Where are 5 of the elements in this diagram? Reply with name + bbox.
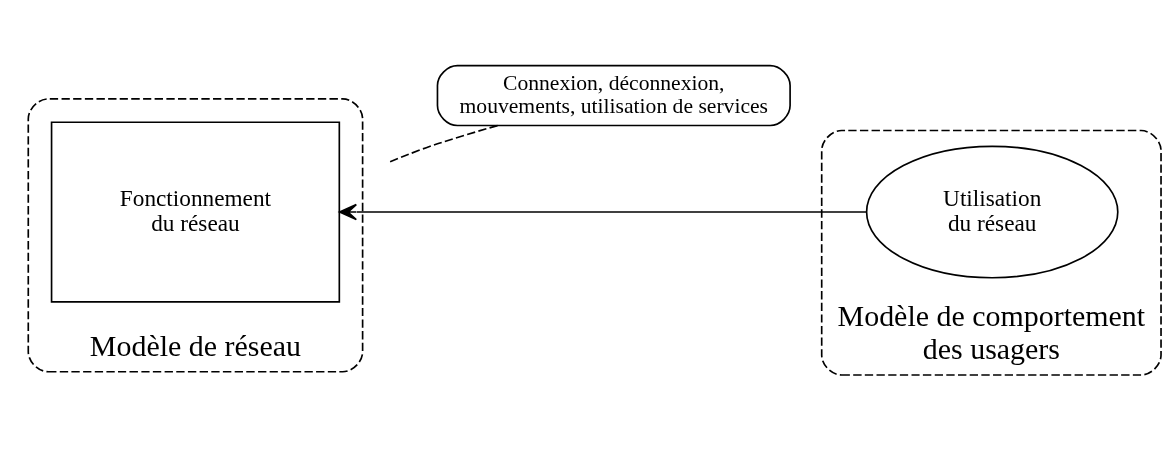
connector (388, 124, 499, 163)
node-box: Connexion, déconnexion, mouvements, utilisation de services (436, 64, 791, 127)
arrow (338, 203, 868, 221)
node-box: Fonctionnement du réseau (50, 121, 341, 303)
node-ellipse: Utilisation du réseau (865, 145, 1119, 279)
